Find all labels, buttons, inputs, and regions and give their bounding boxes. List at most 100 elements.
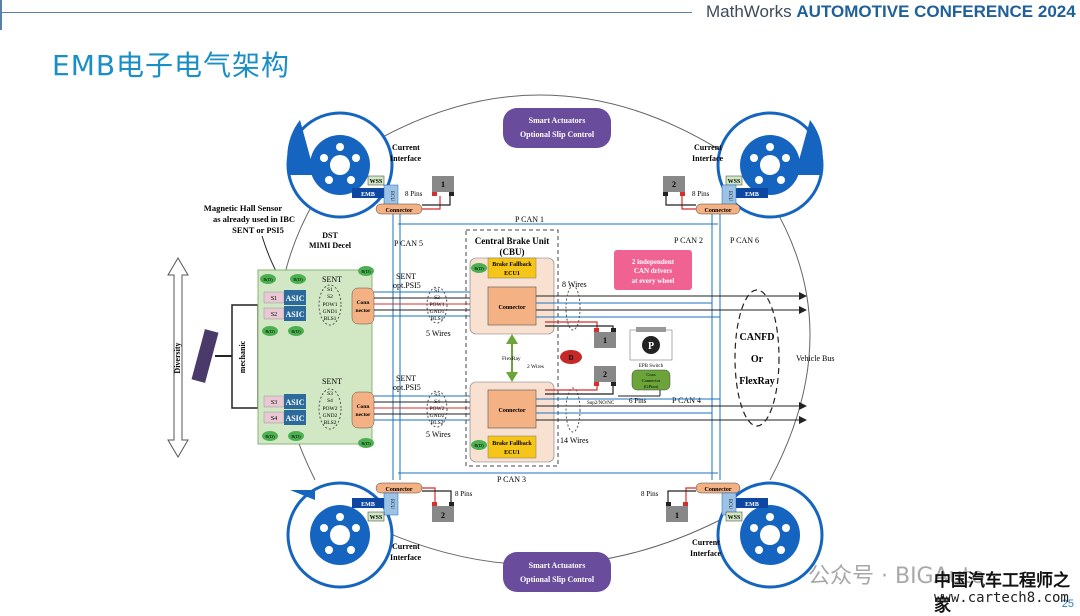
svg-text:WSS: WSS [370, 515, 383, 521]
svg-text:Connector: Connector [705, 487, 732, 493]
svg-text:D: D [568, 354, 573, 362]
wires-sensor-to-cbu-bottom: S3 S4 POW2 GND2 BLS2 5 Wires [374, 390, 488, 439]
page-number: 25 [1061, 598, 1074, 610]
svg-text:(GPixn): (GPixn) [644, 384, 659, 389]
svg-text:ASIC: ASIC [285, 414, 304, 423]
svg-text:S4: S4 [271, 416, 277, 422]
svg-text:POW2: POW2 [323, 406, 338, 412]
actuator-fr: WSS EMB ECU Connector 8 Pins 2 [663, 175, 768, 215]
svg-text:Connector: Connector [642, 378, 661, 383]
svg-text:1: 1 [675, 511, 679, 520]
svg-text:GND1: GND1 [430, 309, 445, 315]
svg-text:as already used in IBC: as already used in IBC [213, 214, 295, 224]
svg-text:Optional Slip Control: Optional Slip Control [520, 130, 595, 139]
svg-text:(CBU): (CBU) [500, 247, 525, 257]
svg-text:8 Wires: 8 Wires [562, 280, 587, 289]
vehicle-bus: CANFD Or FlexRay Vehicle Bus [734, 289, 834, 427]
svg-text:Connector: Connector [499, 305, 526, 311]
svg-text:Connector: Connector [386, 208, 413, 214]
svg-text:ECU: ECU [727, 499, 732, 509]
svg-text:B(D): B(D) [263, 277, 273, 282]
current-interface-fr: Current [694, 143, 722, 152]
svg-text:Interface: Interface [692, 154, 724, 163]
svg-text:CANFD: CANFD [740, 332, 775, 343]
svg-text:B(D): B(D) [474, 443, 484, 448]
current-interface-fl: Current [392, 143, 420, 152]
current-interface-rl: Current [392, 542, 420, 551]
svg-text:S1: S1 [327, 287, 333, 293]
svg-text:Brake Fallback: Brake Fallback [492, 262, 532, 268]
svg-text:5 Wires: 5 Wires [426, 430, 451, 439]
svg-text:EPB Switch: EPB Switch [639, 364, 664, 369]
svg-text:2: 2 [603, 370, 607, 379]
svg-text:Connector: Connector [705, 208, 732, 214]
svg-text:ECU: ECU [389, 499, 394, 509]
site-watermark-url: www.cartech8.com [934, 590, 1069, 606]
conference-brand: MathWorks AUTOMOTIVE CONFERENCE 2024 [706, 2, 1076, 21]
svg-text:2 independent: 2 independent [632, 258, 675, 266]
svg-text:8 Pins: 8 Pins [641, 490, 659, 498]
label-pcan4: P CAN 4 [672, 396, 701, 405]
smart-actuators-bottom: Smart Actuators Optional Slip Control [503, 552, 611, 592]
svg-text:SENT: SENT [322, 377, 342, 386]
svg-text:S3: S3 [327, 391, 333, 397]
svg-text:B(D): B(D) [265, 329, 275, 334]
slide-title: EMB电子电气架构 [52, 49, 291, 82]
central-brake-unit: Central Brake Unit (CBU) Brake Fallback … [465, 229, 559, 467]
svg-text:S3: S3 [434, 392, 440, 398]
svg-text:MIMI Decel: MIMI Decel [309, 241, 352, 250]
wheel-front-left [286, 111, 394, 219]
svg-text:WSS: WSS [728, 179, 741, 185]
svg-text:GND1: GND1 [323, 309, 338, 315]
svg-text:POW1: POW1 [430, 302, 445, 308]
svg-text:EMB: EMB [745, 192, 759, 198]
svg-text:8 Pins: 8 Pins [455, 490, 473, 498]
svg-text:ASIC: ASIC [285, 398, 304, 407]
actuator-fl: WSS EMB ECU Connector 8 Pins 1 [352, 175, 454, 215]
svg-text:nector: nector [356, 308, 372, 314]
svg-text:EMB: EMB [361, 502, 375, 508]
svg-text:Smart Actuators: Smart Actuators [529, 116, 586, 125]
svg-text:5 Wires: 5 Wires [426, 329, 451, 338]
svg-text:nector: nector [356, 412, 372, 418]
svg-text:BLS2: BLS2 [324, 420, 337, 426]
header-left-rule [0, 0, 2, 30]
smart-actuators-top: Smart Actuators Optional Slip Control [503, 108, 611, 148]
site-watermark-cn: 中国汽车工程师之家 [934, 571, 1070, 616]
svg-text:POW1: POW1 [323, 302, 338, 308]
svg-text:Interface: Interface [390, 553, 422, 562]
epb-switch: P EPB Switch Coax Connector (GPixn) [629, 327, 673, 391]
svg-text:SENT: SENT [322, 275, 342, 284]
svg-text:B(D): B(D) [361, 269, 371, 274]
svg-text:6 Pins: 6 Pins [629, 397, 647, 405]
svg-text:B(D): B(D) [361, 441, 371, 446]
can-drivers-note: 2 independent CAN drivers at every wheel [614, 250, 692, 290]
svg-text:ECU: ECU [389, 191, 394, 201]
svg-text:S2: S2 [271, 312, 277, 318]
sent-opt-top: SENT [396, 272, 416, 281]
svg-text:mechanic: mechanic [238, 340, 247, 373]
label-pcan5: P CAN 5 [394, 239, 423, 248]
svg-text:Sup2/NO/NC: Sup2/NO/NC [587, 401, 615, 406]
svg-text:at every wheel: at every wheel [632, 277, 675, 285]
label-pcan3: P CAN 3 [497, 475, 526, 484]
svg-text:SENT or PSI5: SENT or PSI5 [232, 225, 284, 235]
sent-opt-bottom: SENT [396, 374, 416, 383]
svg-text:Coax: Coax [646, 372, 656, 377]
svg-text:Vehicle Bus: Vehicle Bus [796, 354, 834, 363]
svg-text:B(D): B(D) [291, 434, 301, 439]
asic-group-bottom: SENT S3 S4 ASIC ASIC B(D) B(D) S3 S4 POW… [262, 377, 375, 448]
svg-text:Interface: Interface [690, 549, 722, 558]
svg-text:ASIC: ASIC [285, 310, 304, 319]
svg-text:Magnetic Hall Sensor: Magnetic Hall Sensor [204, 203, 283, 213]
svg-text:ECU1: ECU1 [504, 271, 520, 277]
current-interface-rr: Current [692, 538, 720, 547]
svg-text:ECU: ECU [727, 191, 732, 201]
svg-text:ASIC: ASIC [285, 294, 304, 303]
svg-text:GND2: GND2 [430, 413, 445, 419]
dst-label: DST [322, 231, 338, 240]
svg-text:Connector: Connector [386, 487, 413, 493]
svg-text:Interface: Interface [390, 154, 422, 163]
svg-text:14 Wires: 14 Wires [560, 436, 589, 445]
